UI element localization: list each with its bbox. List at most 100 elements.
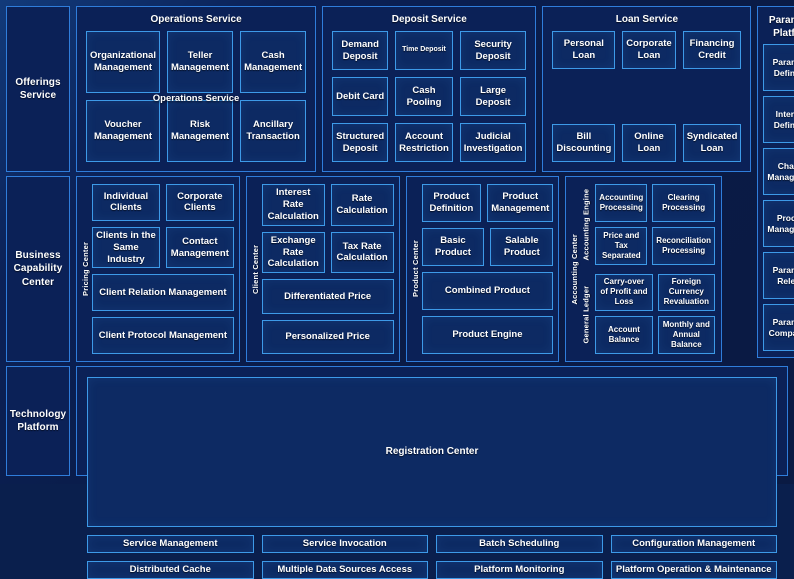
box-large-deposit[interactable]: Large Deposit	[459, 77, 527, 116]
box-price-and-tax-separated[interactable]: Price and Tax Separated	[595, 226, 648, 265]
registration-center-wrap: Registration Center	[87, 377, 777, 527]
client-center-row-1: Interest Rate Calculation Rate Calculati…	[261, 184, 394, 226]
box-registration-center[interactable]: Registration Center	[87, 377, 777, 527]
box-interest-rate-calculation[interactable]: Interest Rate Calculation	[261, 184, 325, 226]
box-accounting-processing[interactable]: Accounting Processing	[595, 184, 648, 222]
pricing-center-row-2: Clients in the Same Industry Contact Man…	[92, 226, 234, 269]
box-organizational-management[interactable]: Organizational Management	[86, 31, 160, 93]
box-platform-operation-maintenance[interactable]: Platform Operation & Maintenance	[610, 560, 777, 579]
box-salable-product[interactable]: Salable Product	[490, 228, 554, 266]
box-financing-credit[interactable]: Financing Credit	[682, 31, 742, 69]
product-center-row-1: Product Definition Product Management	[421, 184, 554, 222]
box-account-restriction[interactable]: Account Restriction	[395, 123, 453, 162]
box-interface-definition[interactable]: Interface Definition	[763, 96, 794, 143]
box-bill-discounting[interactable]: Bill Discounting	[552, 124, 616, 162]
pricing-center-row-4: Client Protocol Management	[92, 317, 234, 355]
box-cash-management[interactable]: Cash Management	[240, 31, 307, 93]
client-center-items: Interest Rate Calculation Rate Calculati…	[261, 184, 394, 354]
box-carry-over-of-profit-and-loss[interactable]: Carry-over of Profit and Loss	[595, 273, 653, 312]
box-personalized-price[interactable]: Personalized Price	[261, 319, 394, 354]
box-platform-monitoring[interactable]: Platform Monitoring	[436, 560, 603, 579]
box-parameter-comparison[interactable]: Parameter Comparison	[763, 304, 794, 351]
deposit-service-items: Demand Deposit Time Deposit Security Dep…	[323, 31, 535, 171]
loan-service-items: Personal Loan Corporate Loan Financing C…	[543, 31, 750, 171]
box-online-loan[interactable]: Online Loan	[622, 124, 676, 162]
box-contact-management[interactable]: Contact Management	[165, 226, 234, 269]
box-reconciliation-processing[interactable]: Reconciliation Processing	[652, 226, 715, 265]
box-configuration-management[interactable]: Configuration Management	[610, 535, 777, 553]
panel-title-deposit-service: Deposit Service	[391, 14, 467, 25]
box-judicial-investigation[interactable]: Judicial Investigation	[459, 123, 527, 162]
box-product-engine[interactable]: Product Engine	[421, 316, 554, 354]
panel-deposit-service: Deposit Service Demand Deposit Time Depo…	[322, 6, 537, 172]
client-center-row-3: Differentiated Price	[261, 279, 394, 314]
box-clearing-processing[interactable]: Clearing Processing	[652, 184, 715, 222]
panel-operations-service: Operations Service Organizational Manage…	[76, 6, 317, 172]
accounting-engine-items: Accounting Processing Clearing Processin…	[592, 184, 715, 265]
box-combined-product[interactable]: Combined Product	[421, 272, 554, 310]
box-individual-clients[interactable]: Individual Clients	[92, 184, 160, 221]
box-clients-in-the-same-industry[interactable]: Clients in the Same Industry	[92, 226, 160, 269]
box-syndicated-loan[interactable]: Syndicated Loan	[682, 124, 742, 162]
box-demand-deposit[interactable]: Demand Deposit	[332, 31, 389, 70]
box-change-management[interactable]: Change Management	[763, 148, 794, 195]
box-rate-calculation[interactable]: Rate Calculation	[330, 184, 394, 226]
box-structured-deposit[interactable]: Structured Deposit	[332, 123, 389, 162]
box-differentiated-price[interactable]: Differentiated Price	[261, 279, 394, 314]
box-exchange-rate-calculation[interactable]: Exchange Rate Calculation	[261, 231, 325, 274]
box-client-protocol-management[interactable]: Client Protocol Management	[92, 317, 234, 355]
side-label-general-ledger: General Ledger	[581, 284, 591, 343]
product-center-row-4: Product Engine	[421, 316, 554, 354]
section-general-ledger: General Ledger Carry-over of Profit and …	[580, 273, 715, 354]
side-label-client-center: Client Center	[250, 244, 260, 294]
box-security-deposit[interactable]: Security Deposit	[459, 31, 527, 70]
box-debit-card[interactable]: Debit Card	[332, 77, 389, 116]
box-tax-rate-calculation[interactable]: Tax Rate Calculation	[330, 231, 394, 274]
panel-title-parameter-platform: Parameter Platform	[768, 15, 794, 39]
box-parameter-release[interactable]: Parameter Release	[763, 252, 794, 299]
box-cash-pooling[interactable]: Cash Pooling	[395, 77, 453, 116]
side-label-accounting-center-wrap: Accounting Center	[568, 184, 580, 354]
box-client-relation-management[interactable]: Client Relation Management	[92, 274, 234, 312]
product-center-items: Product Definition Product Management Ba…	[421, 184, 554, 354]
box-corporate-clients[interactable]: Corporate Clients	[165, 184, 234, 221]
box-account-balance[interactable]: Account Balance	[595, 316, 653, 354]
box-product-management[interactable]: Product Management	[487, 184, 554, 222]
box-parameter-definition[interactable]: Parameter Definition	[763, 44, 794, 91]
box-corporate-loan[interactable]: Corporate Loan	[622, 31, 676, 69]
box-ancillary-transaction[interactable]: Ancillary Transaction	[240, 100, 307, 162]
pricing-center-row-1: Individual Clients Corporate Clients	[92, 184, 234, 221]
box-personal-loan[interactable]: Personal Loan	[552, 31, 616, 69]
box-distributed-cache[interactable]: Distributed Cache	[87, 560, 254, 579]
box-monthly-and-annual-balance[interactable]: Monthly and Annual Balance	[657, 316, 715, 354]
side-label-product-center: Product Center	[410, 240, 420, 298]
box-service-management[interactable]: Service Management	[87, 535, 254, 553]
box-process-management[interactable]: Process Management	[763, 200, 794, 247]
box-foreign-currency-revaluation[interactable]: Foreign Currency Revaluation	[657, 273, 715, 312]
pricing-center-items: Individual Clients Corporate Clients Cli…	[92, 184, 234, 355]
panel-parameter-platform: Parameter Platform Parameter Definition …	[757, 6, 794, 358]
section-accounting-engine: Accounting Engine Accounting Processing …	[580, 184, 715, 265]
box-batch-scheduling[interactable]: Batch Scheduling	[436, 535, 603, 553]
box-time-deposit[interactable]: Time Deposit	[395, 31, 453, 70]
box-basic-product[interactable]: Basic Product	[421, 228, 485, 266]
box-risk-management[interactable]: Risk Management	[166, 100, 234, 162]
box-product-definition[interactable]: Product Definition	[421, 184, 482, 222]
panel-loan-service: Loan Service Personal Loan Corporate Loa…	[542, 6, 752, 172]
box-voucher-management[interactable]: Voucher Management	[86, 100, 160, 162]
box-service-invocation[interactable]: Service Invocation	[261, 535, 428, 553]
panel-technology-platform: Registration Center Service Management S…	[76, 366, 788, 579]
box-teller-management[interactable]: Teller Management	[166, 31, 234, 93]
operations-service-items: Organizational Management Teller Managem…	[77, 31, 315, 171]
box-multiple-data-sources-access[interactable]: Multiple Data Sources Access	[261, 560, 428, 579]
